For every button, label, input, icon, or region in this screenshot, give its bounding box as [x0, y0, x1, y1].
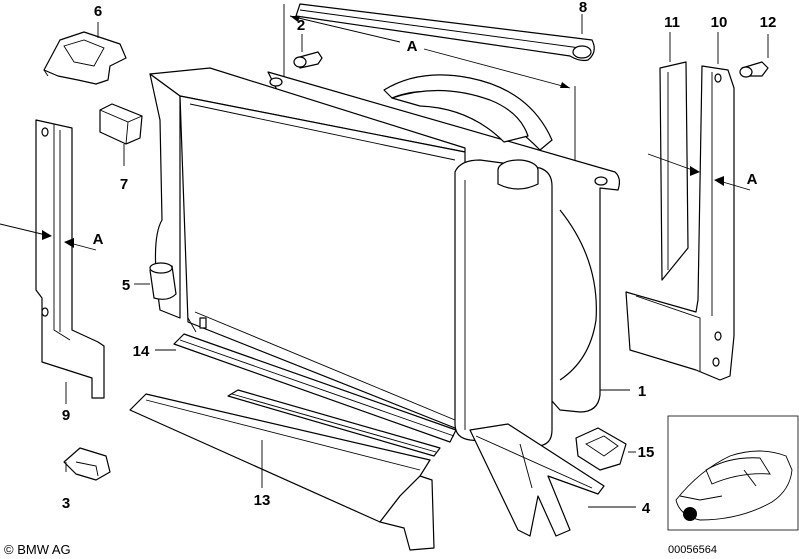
- callout-9: 9: [62, 407, 70, 424]
- section-a-top: A: [407, 38, 418, 55]
- copyright: © BMW AG: [4, 542, 71, 557]
- section-arrow-right: [647, 153, 751, 191]
- part-13-lower-guide: [129, 389, 441, 551]
- part-3-clip: [63, 447, 111, 481]
- callout-2: 2: [297, 17, 305, 34]
- section-arrow-left: [0, 223, 97, 251]
- callout-4: 4: [642, 500, 651, 517]
- section-a-right: A: [747, 171, 758, 188]
- part-12-rivet: [739, 61, 769, 78]
- radiator-core: [149, 67, 466, 433]
- part-9-left-cover: [35, 119, 105, 399]
- location-marker: [683, 507, 697, 521]
- callout-6: 6: [94, 3, 102, 20]
- expansion-tank: [454, 159, 553, 447]
- image-number: 00056564: [668, 544, 717, 556]
- part-2-rivet: [293, 51, 323, 69]
- part-11-duct-strip: [659, 61, 689, 281]
- callout-15: 15: [638, 444, 655, 461]
- section-labels: A A A: [93, 38, 758, 248]
- callout-5: 5: [122, 277, 130, 294]
- callout-12: 12: [760, 14, 777, 31]
- part-15-clip: [575, 427, 627, 471]
- callout-11: 11: [664, 14, 680, 31]
- part-4-lower-bracket: [469, 423, 605, 537]
- callout-13: 13: [254, 492, 271, 509]
- leader-lines: [65, 14, 769, 508]
- callout-14: 14: [133, 343, 150, 360]
- part-7-block: [99, 103, 143, 145]
- part-8-upper-seal: [295, 3, 595, 62]
- callout-10: 10: [711, 14, 728, 31]
- callout-numbers: 6 7 2 8 11 10 12 5 14 9 3 13 1 15 4: [62, 0, 777, 517]
- part-6-clip: [43, 31, 127, 85]
- car-location-inset: [667, 415, 799, 531]
- part-5-rubber-mount: [149, 262, 177, 300]
- callout-7: 7: [120, 176, 128, 193]
- callout-8: 8: [579, 0, 587, 16]
- callout-1: 1: [638, 383, 646, 400]
- section-a-left: A: [93, 231, 104, 248]
- part-14-lower-seal: [173, 333, 457, 443]
- callout-3: 3: [62, 495, 70, 512]
- part-10-right-cover: [625, 65, 735, 381]
